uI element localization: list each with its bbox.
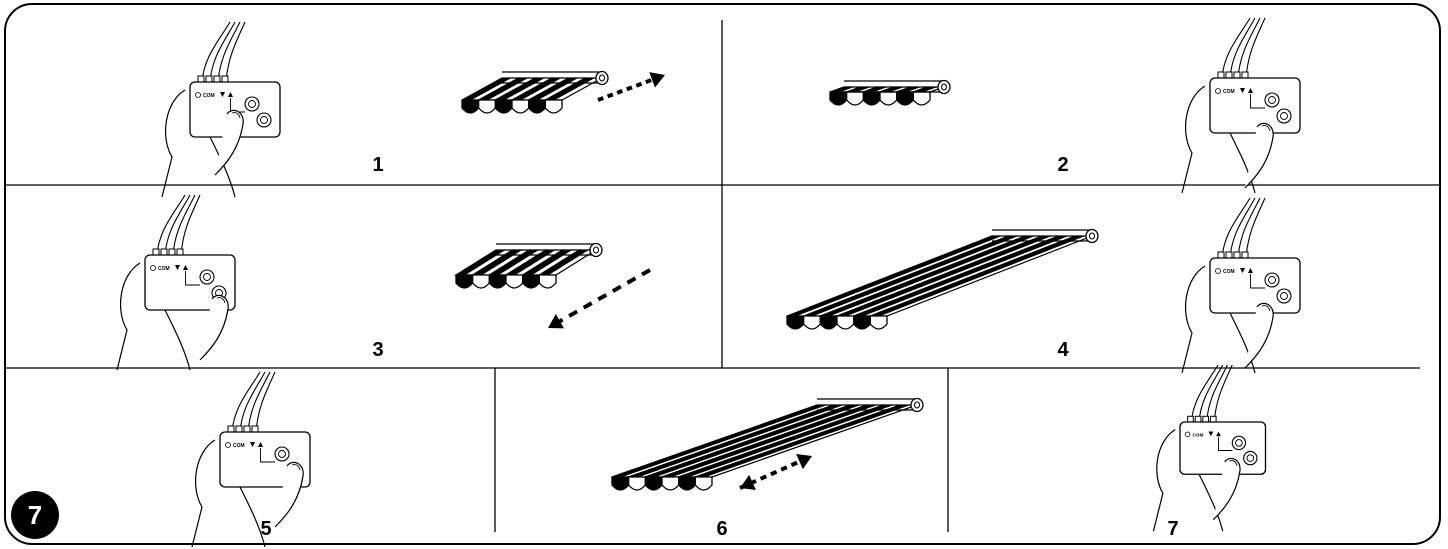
svg-text:COM: COM [1223, 89, 1235, 95]
svg-text:COM: COM [203, 93, 215, 99]
step-label-4: 4 [1057, 340, 1068, 360]
step-label-7: 7 [1167, 519, 1178, 539]
svg-text:COM: COM [1192, 432, 1203, 438]
awning-icon-3 [456, 244, 602, 289]
svg-text:COM: COM [158, 266, 170, 272]
hand-device-7: COM [1153, 365, 1265, 531]
svg-text:COM: COM [233, 443, 245, 449]
hand-device-4: COM [1182, 198, 1300, 373]
hand-device-3: COM [117, 195, 235, 370]
hand-device-2: COM [1182, 18, 1300, 193]
step-label-5: 5 [260, 519, 271, 539]
hand-device-1: COM [162, 22, 280, 197]
arrow-down-icon-3 [548, 270, 650, 328]
figure-number-badge: 7 [11, 491, 59, 539]
awning-icon-2 [830, 81, 950, 106]
step-label-1: 1 [372, 155, 383, 175]
hand-device-5: COM [192, 372, 310, 547]
step-label-3: 3 [372, 340, 383, 360]
svg-text:COM: COM [1223, 269, 1235, 275]
step-label-2: 2 [1057, 155, 1068, 175]
awning-icon-6 [612, 399, 923, 491]
step-label-6: 6 [716, 519, 727, 539]
awning-icon-1 [462, 72, 608, 114]
awning-icon-4 [787, 230, 1098, 330]
